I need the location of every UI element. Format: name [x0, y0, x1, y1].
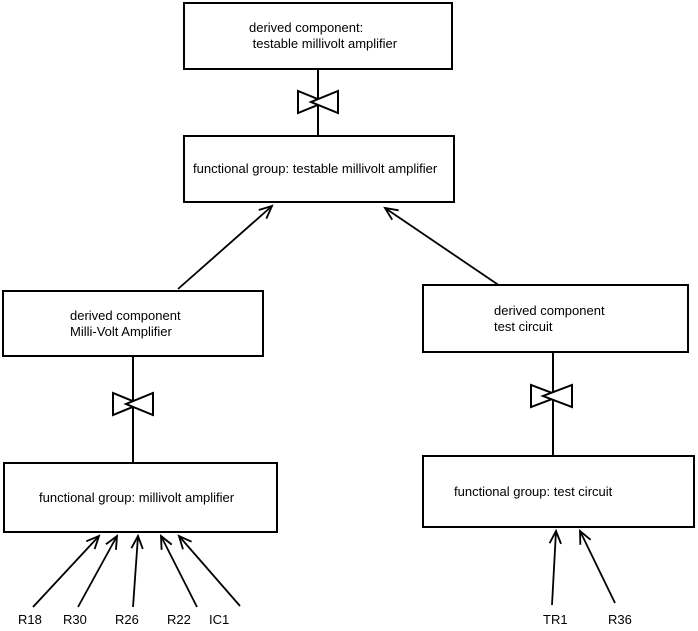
node-label: functional group: test circuit [454, 483, 613, 499]
leaf-label-r18: R18 [18, 612, 42, 627]
arrow-r36 [579, 529, 616, 604]
decomposition-connector-right [530, 353, 573, 455]
node-functional-group-millivolt-amplifier: functional group: millivolt amplifier [3, 462, 278, 533]
node-derived-testable-millivolt-amplifier: derived component: testable millivolt am… [183, 2, 453, 70]
node-label: derived component [494, 302, 605, 318]
node-label: functional group: testable millivolt amp… [193, 161, 438, 176]
arrow-r22 [160, 534, 198, 608]
bowtie-icon [540, 383, 573, 409]
leaf-label-r22: R22 [167, 612, 191, 627]
arrow-left-derived-to-top [177, 204, 274, 290]
node-functional-group-testable-millivolt-amplifier: functional group: testable millivolt amp… [183, 135, 455, 203]
node-derived-milli-volt-amplifier: derived component Milli-Volt Amplifier [2, 290, 264, 357]
arrow-tr1 [548, 528, 562, 606]
leaf-label-ic1: IC1 [209, 612, 230, 627]
node-label: functional group: millivolt amplifier [39, 489, 235, 505]
arrow-ic1 [177, 534, 241, 607]
node-label: test circuit [494, 318, 553, 334]
leaf-label-r30: R30 [63, 612, 87, 627]
node-functional-group-test-circuit: functional group: test circuit [422, 455, 695, 528]
node-label: testable millivolt amplifier [249, 36, 398, 51]
arrow-r26 [130, 533, 144, 608]
node-label: derived component [70, 307, 181, 323]
node-label: Milli-Volt Amplifier [70, 323, 172, 339]
bowtie-icon [123, 391, 154, 417]
leaf-label-r36: R36 [608, 612, 632, 627]
decomposition-connector-left [112, 357, 154, 462]
leaf-label-tr1: TR1 [543, 612, 568, 627]
arrow-r18 [32, 534, 101, 608]
node-label: derived component: [249, 20, 364, 35]
decomposition-connector-top [297, 70, 339, 135]
leaf-label-r26: R26 [115, 612, 139, 627]
node-derived-test-circuit: derived component test circuit [422, 284, 689, 353]
arrow-r30 [77, 534, 119, 608]
bowtie-icon [308, 89, 339, 115]
arrow-right-derived-to-top [383, 206, 501, 287]
